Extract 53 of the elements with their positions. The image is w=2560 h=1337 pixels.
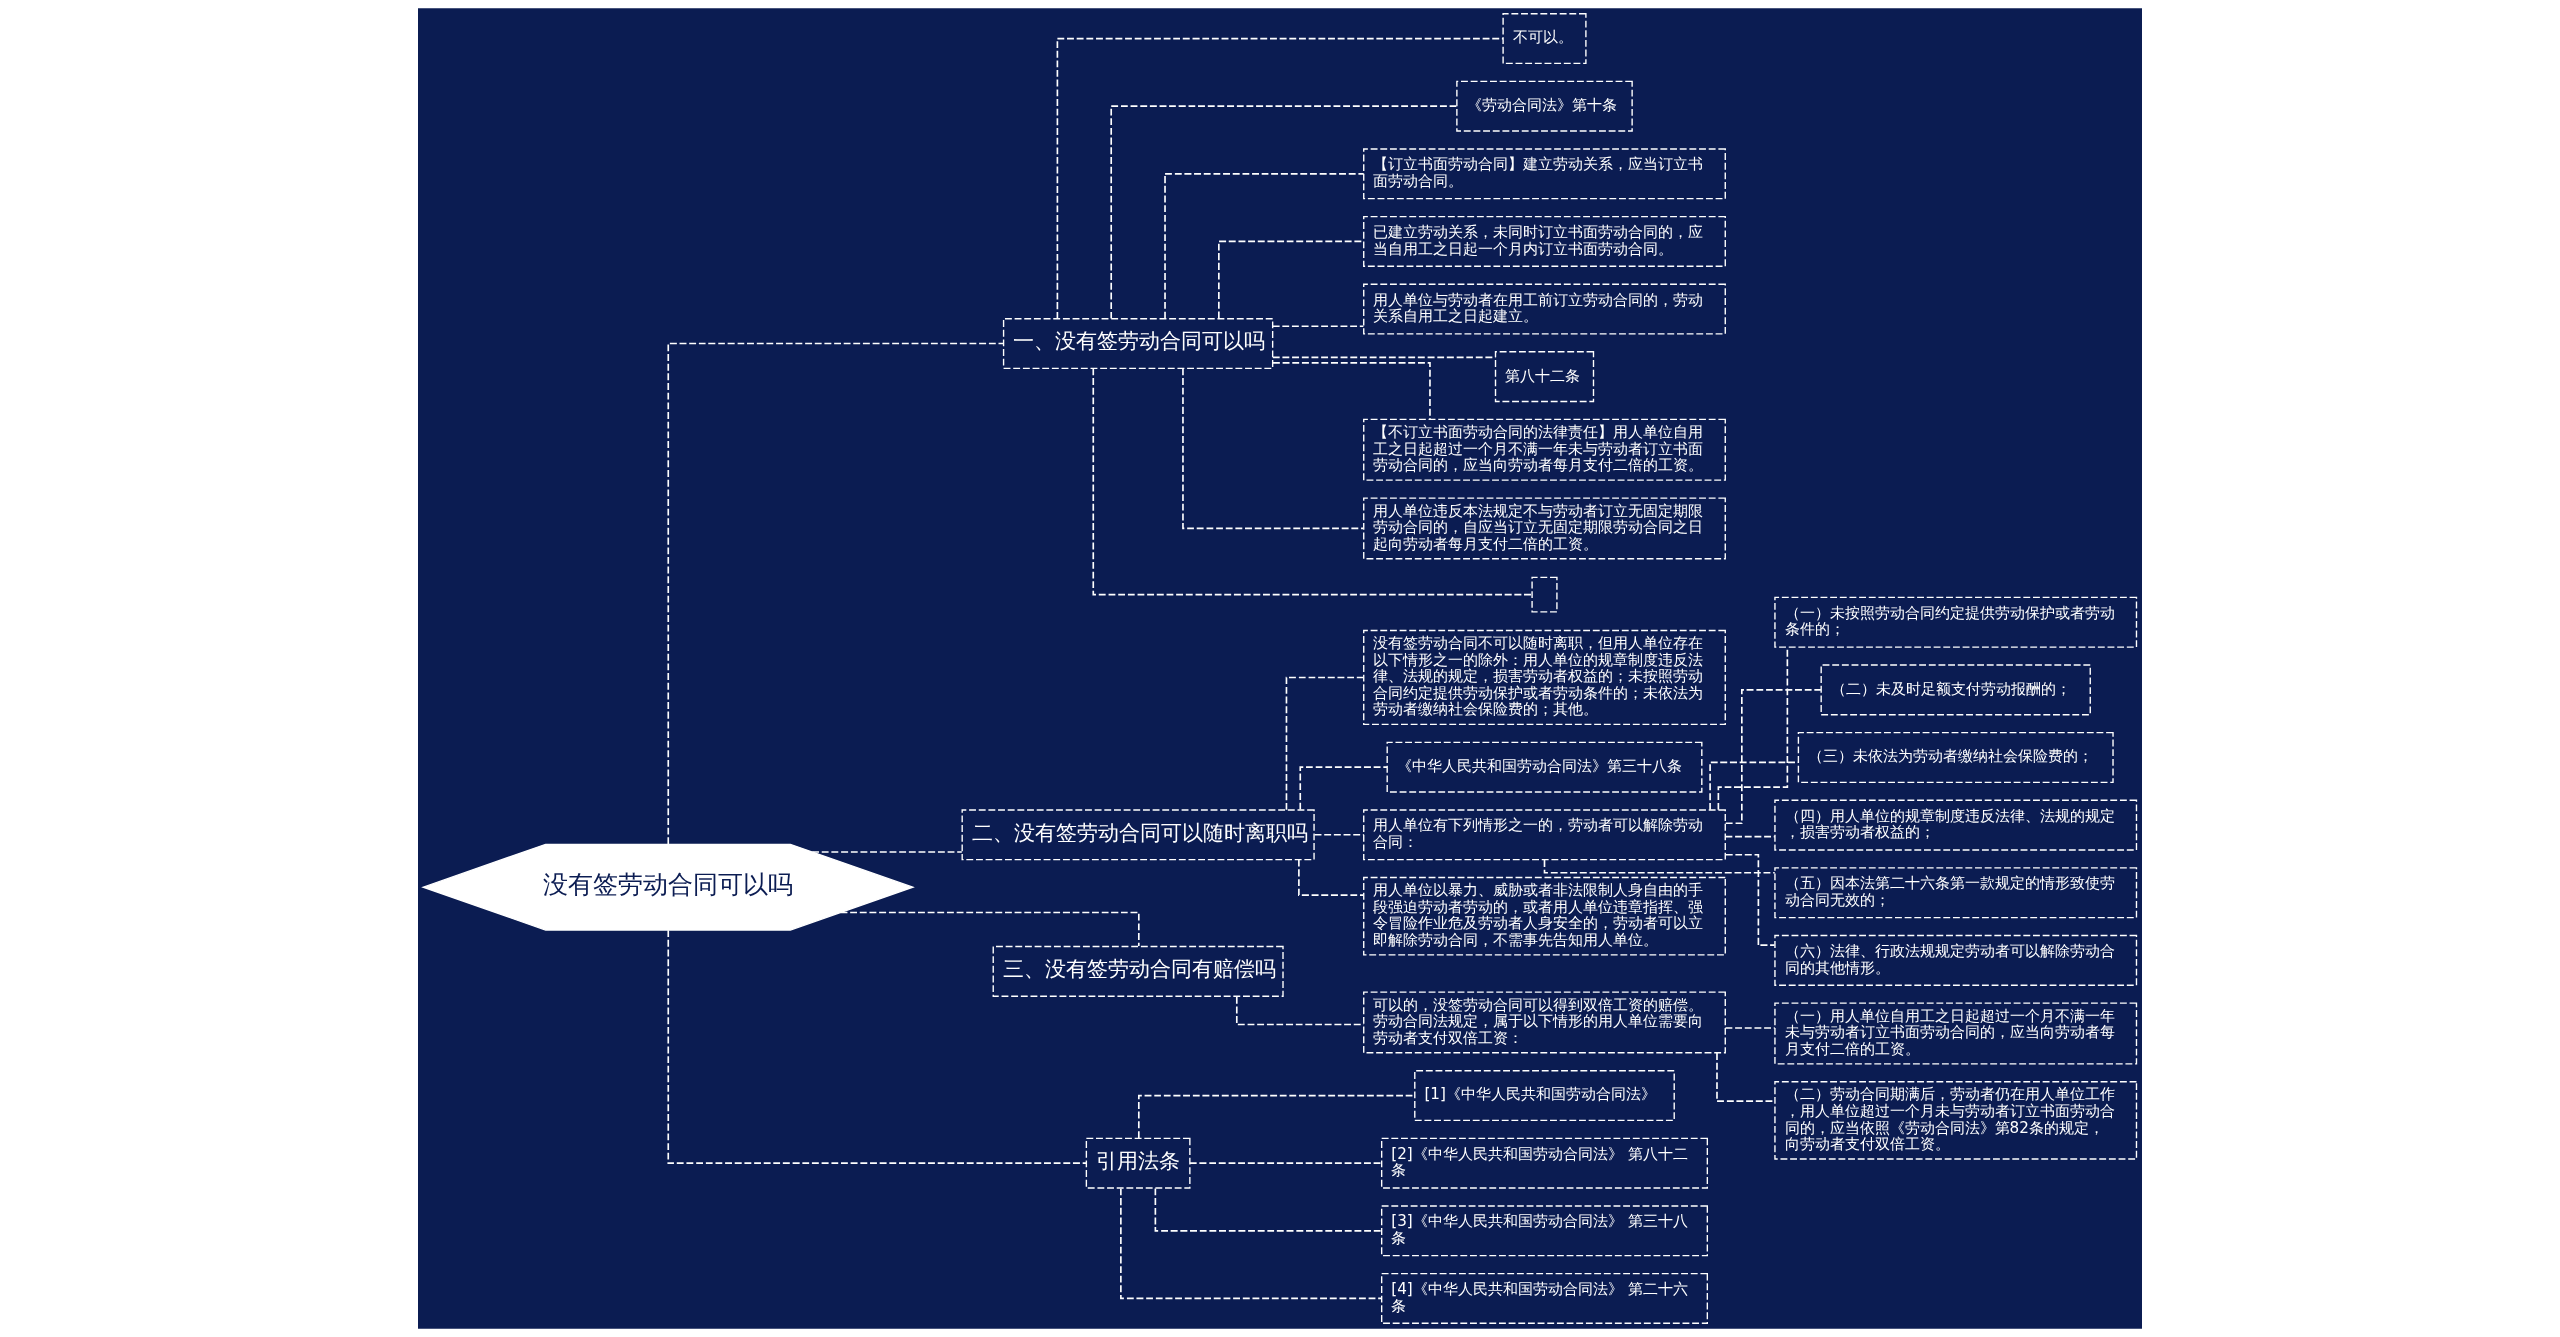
node-box: [1]《中华人民共和国劳动合同法》 [1414,1070,1675,1122]
node-box: [2]《中华人民共和国劳动合同法》 第八十二条 [1381,1137,1708,1189]
node-box: 用人单位违反本法规定不与劳动者订立无固定期限劳动合同的，自应当订立无固定期限劳动合同之日起向劳动者每月支付二倍的工资。 [1363,497,1726,560]
node-box: 二、没有签劳动合同可以随时离职吗 [961,809,1315,861]
connector [1056,37,1504,320]
connector [1298,858,1365,896]
node-box [1531,576,1558,613]
node-box: 用人单位有下列情形之一的，劳动者可以解除劳动合同： [1363,809,1726,861]
connector [1272,362,1431,421]
connector [1313,833,1365,836]
connector [839,911,1140,947]
connector [667,929,1087,1165]
node-box: 三、没有签劳动合同有赔偿吗 [992,945,1284,997]
node-box: 不可以。 [1502,13,1587,65]
connector [1724,853,1776,946]
connector [1299,766,1388,811]
node-box: （一）用人单位自用工之日起超过一个月不满一年未与劳动者订立书面劳动合同的，应当向劳动者每月支付二倍的工资。 [1774,1002,2138,1065]
node-box: 一、没有签劳动合同可以吗 [1002,318,1274,370]
node-box: 已建立劳动关系，未同时订立书面劳动合同的，应当自用工之日起一个月内订立书面劳动合同。 [1363,215,1726,267]
node-box: 【订立书面劳动合同】建立劳动关系，应当订立书面劳动合同。 [1363,148,1726,200]
node-box: [3]《中华人民共和国劳动合同法》 第三十八条 [1381,1205,1708,1257]
node-box: （一）未按照劳动合同约定提供劳动保护或者劳动条件的； [1774,596,2138,648]
node-box: 用人单位与劳动者在用工前订立劳动合同的，劳动关系自用工之日起建立。 [1363,283,1726,335]
node-box: 用人单位以暴力、威胁或者非法限制人身自由的手段强迫劳动者劳动的，或者用人单位违章指挥、强令冒险作业危及劳动者人身安全的，劳动者可以立即解除劳动合同，不需事先告知用人单位。 [1363,876,1726,956]
connector [1543,859,1776,874]
node-box: 【不订立书面劳动合同的法律责任】用人单位自用工之日起超过一个月不满一年未与劳动者订立书面劳动合同的，应当向劳动者每月支付二倍的工资。 [1363,418,1726,481]
connector [1724,835,1776,838]
connector [1724,1027,1776,1029]
connector [1092,367,1533,596]
node-box: （五）因本法第二十六条第一款规定的情形致使劳动合同无效的； [1774,867,2138,919]
connector [1285,676,1365,811]
node-box: 可以的，没签劳动合同可以得到双倍工资的赔偿。劳动合同法规定，属于以下情形的用人单位需要向劳动者支付双倍工资： [1363,991,1726,1054]
node-box: [4]《中华人民共和国劳动合同法》 第二十六条 [1381,1272,1708,1324]
node-box: 《中华人民共和国劳动合同法》第三十八条 [1386,741,1703,793]
connector [1164,172,1365,320]
connector [667,342,1005,845]
connector [1110,105,1458,320]
connector [1189,1162,1383,1165]
node-box: （六）法律、行政法规规定劳动者可以解除劳动合同的其他情形。 [1774,934,2138,986]
node-box: 引用法条 [1085,1137,1191,1189]
connector [811,851,963,853]
node-box: 第八十二条 [1494,351,1595,403]
connector [1154,1187,1382,1232]
connector [1724,689,1822,825]
connector [1120,1187,1383,1300]
connector [1182,367,1365,530]
node-box: （四）用人单位的规章制度违反法律、法规的规定，损害劳动者权益的； [1774,799,2138,851]
node-box: （三）未依法为劳动者缴纳社会保险费的； [1797,731,2114,784]
connector [1272,325,1365,328]
node-box: 没有签劳动合同不可以随时离职，但用人单位存在以下情形之一的除外：用人单位的规章制度违反法律、法规的规定，损害劳动者权益的；未按照劳动合同约定提供劳动保护或者劳动条件的；未依法为劳动者缴纳社会保险费的；其他。 [1363,629,1726,726]
node-box: （二）未及时足额支付劳动报酬的； [1820,664,2091,716]
node-box: （二）劳动合同期满后，劳动者仍在用人单位工作，用人单位超过一个月未与劳动者订立书面劳动合同的，应当依照《劳动合同法》第82条的规定，向劳动者支付双倍工资。 [1774,1081,2138,1160]
node-box: 《劳动合同法》第十条 [1456,80,1633,132]
